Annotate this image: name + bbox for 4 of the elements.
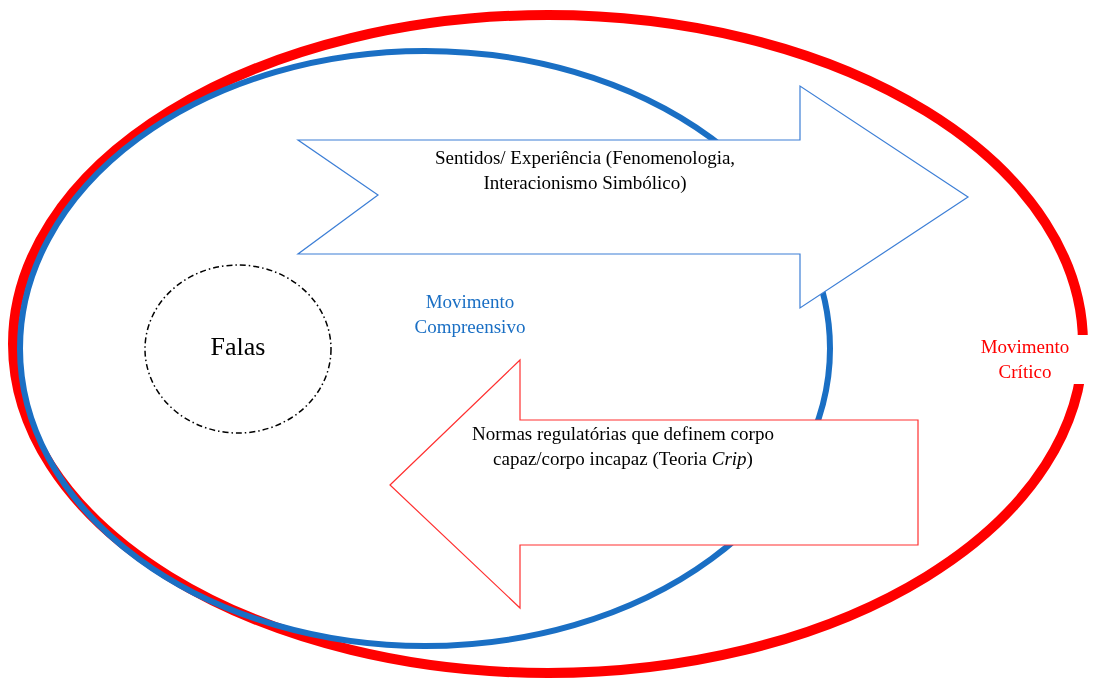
node-label: Movimento Compreensivo bbox=[413, 290, 527, 339]
node-label: Sentidos/ Experiência (Fenomenologia, Interacionismo Simbólico) bbox=[433, 146, 737, 195]
node-label: Normas regulatórias que definem corpo capaz/corpo incapaz (Teoria Crip) bbox=[471, 422, 775, 471]
node-label: Falas bbox=[209, 331, 267, 363]
